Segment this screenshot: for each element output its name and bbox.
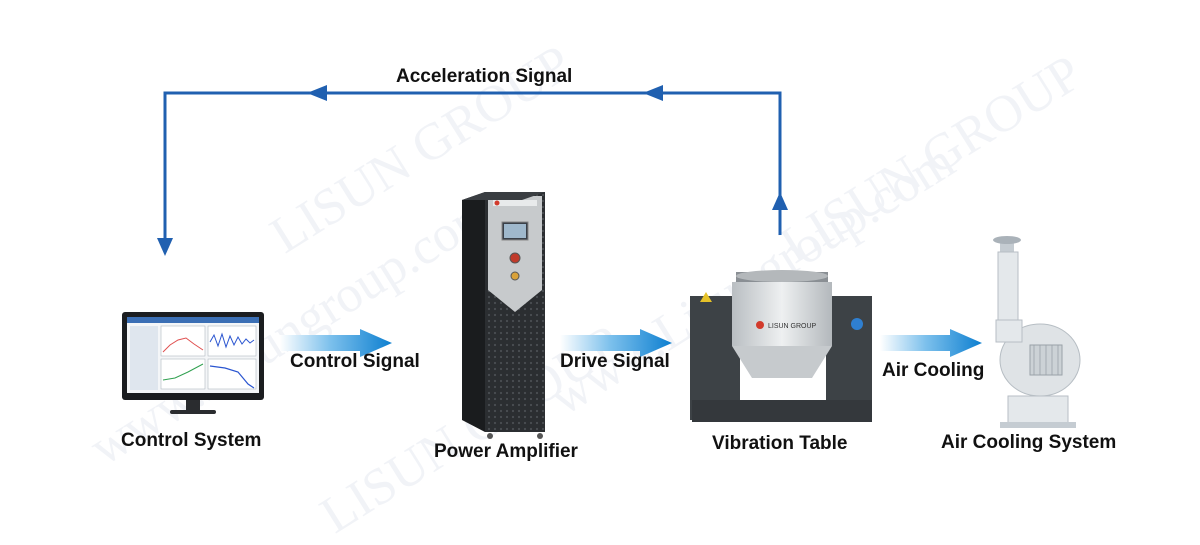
left-arrowhead-2 — [307, 85, 327, 101]
monitor-illustration — [122, 312, 264, 414]
down-arrowhead — [157, 238, 173, 256]
acceleration-signal-label: Acceleration Signal — [396, 66, 573, 87]
power-amplifier-illustration — [462, 192, 545, 439]
air-cooling-system-caption: Air Cooling System — [941, 432, 1117, 453]
air-cooling-system-illustration — [993, 236, 1081, 428]
drive-signal-label: Drive Signal — [560, 351, 670, 372]
vibration-table-caption: Vibration Table — [712, 433, 848, 454]
air-cooling-label: Air Cooling — [882, 360, 985, 381]
up-arrowhead — [772, 192, 788, 210]
power-amplifier-caption: Power Amplifier — [434, 441, 578, 462]
vibration-table-illustration: LISUN GROUP — [690, 270, 872, 422]
svg-text:LISUN GROUP: LISUN GROUP — [768, 323, 817, 330]
left-arrowhead-1 — [643, 85, 663, 101]
acceleration-signal-line — [163, 91, 782, 245]
control-system-caption: Control System — [121, 430, 262, 451]
control-signal-label: Control Signal — [290, 351, 420, 372]
air-cooling-arrow — [880, 329, 982, 357]
control-signal-arrow — [280, 329, 392, 357]
drive-signal-arrow — [560, 329, 672, 357]
